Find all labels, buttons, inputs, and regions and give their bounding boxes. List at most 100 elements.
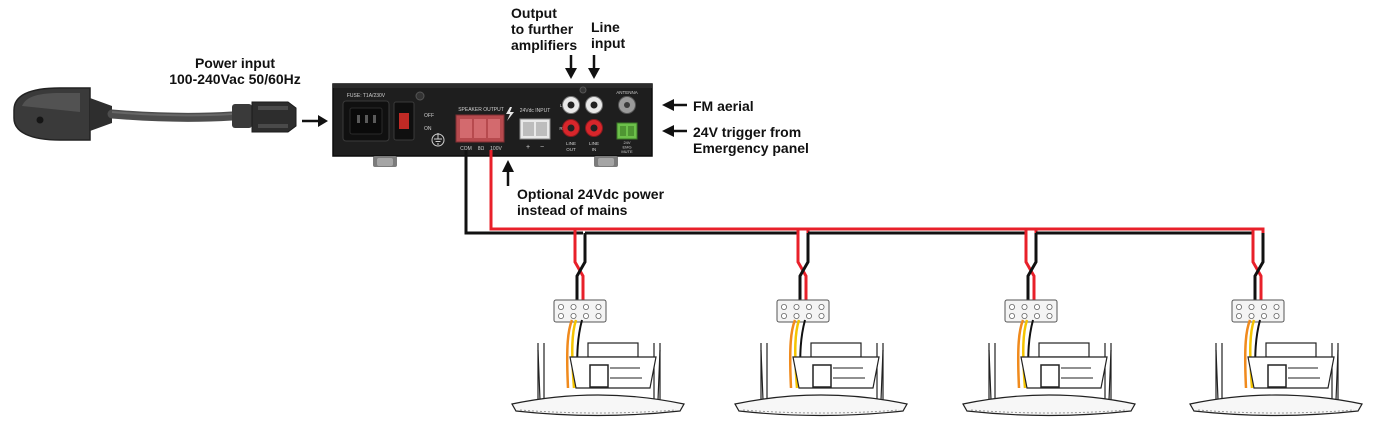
terminal-screw (1261, 303, 1268, 310)
rca-r-label: R (559, 126, 563, 131)
output-line-1: Output (511, 5, 557, 21)
optional-power-line-1: Optional 24Vdc power (517, 186, 665, 202)
emg-label-1: 24V (623, 140, 630, 145)
terminal-screw (558, 303, 565, 310)
iec-connector-icon (232, 101, 297, 133)
wire-orange (1016, 319, 1025, 389)
speaker-detail (1288, 367, 1320, 379)
speaker-bracket-left (1215, 343, 1223, 400)
speakers (511, 299, 1363, 417)
speaker-bracket-left (537, 343, 545, 400)
ceiling-speaker-icon (734, 299, 908, 417)
speaker-basket (1247, 356, 1335, 389)
terminal-screw (570, 312, 577, 319)
v100-label: 100V (490, 146, 502, 152)
terminal-screw (793, 312, 800, 319)
power-input-label: Power input 100-240Vac 50/60Hz (155, 55, 315, 87)
terminal-block (776, 299, 830, 323)
rca-l-label: L (560, 103, 563, 108)
terminal-screw (1236, 312, 1243, 319)
speaker-bracket-left (988, 343, 996, 400)
terminal-screw (558, 312, 565, 319)
line-out-label-2: OUT (566, 147, 576, 152)
off-label: OFF (424, 113, 434, 119)
output-further-label: Output to further amplifiers (511, 5, 577, 53)
speaker-grille (734, 394, 908, 417)
speaker-detail (610, 367, 642, 379)
annotation-arrows (502, 55, 687, 186)
on-label: ON (424, 126, 432, 132)
line-input-label: Line input (591, 19, 625, 51)
wire-yellow (794, 319, 801, 389)
wire-orange (1243, 319, 1252, 389)
wire-black-trunk (464, 150, 583, 235)
speaker-terminal (812, 364, 832, 388)
optional-power-line-2: instead of mains (517, 202, 628, 218)
terminal-screw (781, 312, 788, 319)
terminal-screw (781, 303, 788, 310)
wire-red-drop (1251, 229, 1263, 300)
speaker-detail (1061, 367, 1093, 379)
terminal-block (553, 299, 607, 323)
wire-yellow (1249, 319, 1256, 389)
trigger-label: 24V trigger from Emergency panel (693, 124, 809, 156)
fm-aerial-label: FM aerial (693, 98, 754, 114)
wire-black-link (585, 231, 800, 240)
dc-plus-label: + (526, 144, 530, 151)
wire-black-drop (1253, 233, 1265, 300)
ceiling-speaker-icon (511, 299, 685, 417)
terminal-screw (1261, 312, 1268, 319)
terminal-screw (583, 303, 590, 310)
speaker-grille (1189, 394, 1363, 417)
optional-power-label: Optional 24Vdc power instead of mains (517, 186, 664, 218)
terminal-screw (1021, 312, 1028, 319)
speaker-magnet-top (810, 342, 862, 358)
terminal-screw (1273, 312, 1280, 319)
ceiling-speaker-icon (1189, 299, 1363, 417)
wire-red-trunk (489, 150, 575, 231)
power-plug-icon (13, 87, 112, 141)
com-label: COM (460, 146, 472, 152)
emg-label-3: MUTE (621, 149, 633, 154)
fuse-label: FUSE: T1A/230V (347, 93, 386, 99)
line-out-label-1: LINE (566, 141, 576, 146)
dc-input-label: 24Vdc INPUT (520, 108, 551, 114)
wire-black-drop (798, 233, 810, 300)
speaker-output-label: SPEAKER OUTPUT (458, 107, 504, 113)
output-line-2: to further (511, 21, 574, 37)
ohm-label: 8Ω (478, 146, 485, 152)
terminal-block (1004, 299, 1058, 323)
antenna-label: ANTENNA (616, 90, 638, 95)
terminal-screw (806, 312, 813, 319)
terminal-screw (595, 312, 602, 319)
ceiling-speaker-icon (962, 299, 1136, 417)
wire-yellow (1022, 319, 1029, 389)
terminal-screw (570, 303, 577, 310)
wire-red-drop (1024, 229, 1036, 300)
terminal-screw (806, 303, 813, 310)
terminal-screw (1248, 303, 1255, 310)
terminal-screw (1009, 312, 1016, 319)
speaker-bracket-left (760, 343, 768, 400)
speaker-basket (1020, 356, 1108, 389)
wire-red-drop (573, 229, 585, 300)
speaker-magnet-top (1038, 342, 1090, 358)
terminal-screw (1248, 312, 1255, 319)
speaker-grille (511, 394, 685, 417)
speaker-bracket-right (1104, 343, 1112, 400)
wire-yellow (571, 319, 578, 389)
line-input-line-1: Line (591, 19, 620, 35)
terminal-screw (1273, 303, 1280, 310)
emg-label-2: EMG (622, 145, 631, 150)
output-line-3: amplifiers (511, 37, 578, 53)
terminal-screw (1021, 303, 1028, 310)
terminal-screw (1034, 303, 1041, 310)
wire-orange (565, 319, 574, 389)
line-in-label-2: IN (592, 147, 597, 152)
speaker-bracket-right (1331, 343, 1339, 400)
terminal-screw (793, 303, 800, 310)
speaker-terminal (589, 364, 609, 388)
wire-red-drop (796, 229, 808, 300)
terminal-screw (595, 303, 602, 310)
